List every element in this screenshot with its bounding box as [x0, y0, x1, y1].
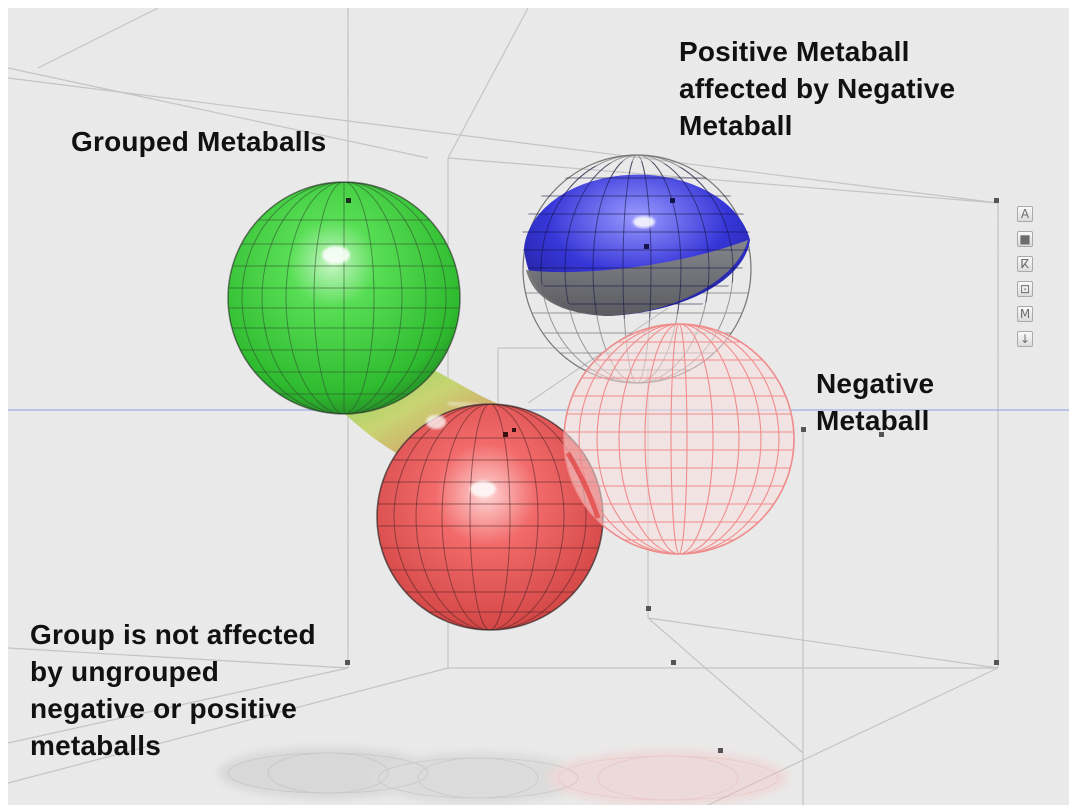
- solid-square-icon[interactable]: ■: [1017, 231, 1033, 247]
- floor-reflection-wires: [227, 752, 779, 801]
- label-positive-metaball-affected: Positive Metaball affected by Negative M…: [679, 36, 956, 141]
- text-tool-icon[interactable]: A: [1017, 206, 1033, 222]
- viewport-toolbar: A ■ ⴽ ⊡ M ↓: [1015, 206, 1035, 356]
- 3d-viewport[interactable]: Grouped Metaballs Positive Metaball affe…: [8, 8, 1069, 805]
- hierarchy-icon[interactable]: ⴽ: [1017, 256, 1033, 272]
- metaball-scene[interactable]: [8, 8, 1069, 805]
- drop-down-icon[interactable]: ↓: [1017, 331, 1033, 347]
- frame-select-icon[interactable]: ⊡: [1017, 281, 1033, 297]
- label-group-not-affected: Group is not affected by ungrouped negat…: [30, 619, 316, 761]
- red-metaball[interactable]: [368, 403, 608, 631]
- floor-reflections: [218, 747, 788, 805]
- bounding-box-handles[interactable]: [345, 198, 999, 753]
- material-icon[interactable]: M: [1017, 306, 1033, 322]
- label-negative-metaball: Negative Metaball: [816, 368, 935, 436]
- label-grouped-metaballs: Grouped Metaballs: [71, 126, 327, 157]
- green-metaball[interactable]: [218, 181, 468, 415]
